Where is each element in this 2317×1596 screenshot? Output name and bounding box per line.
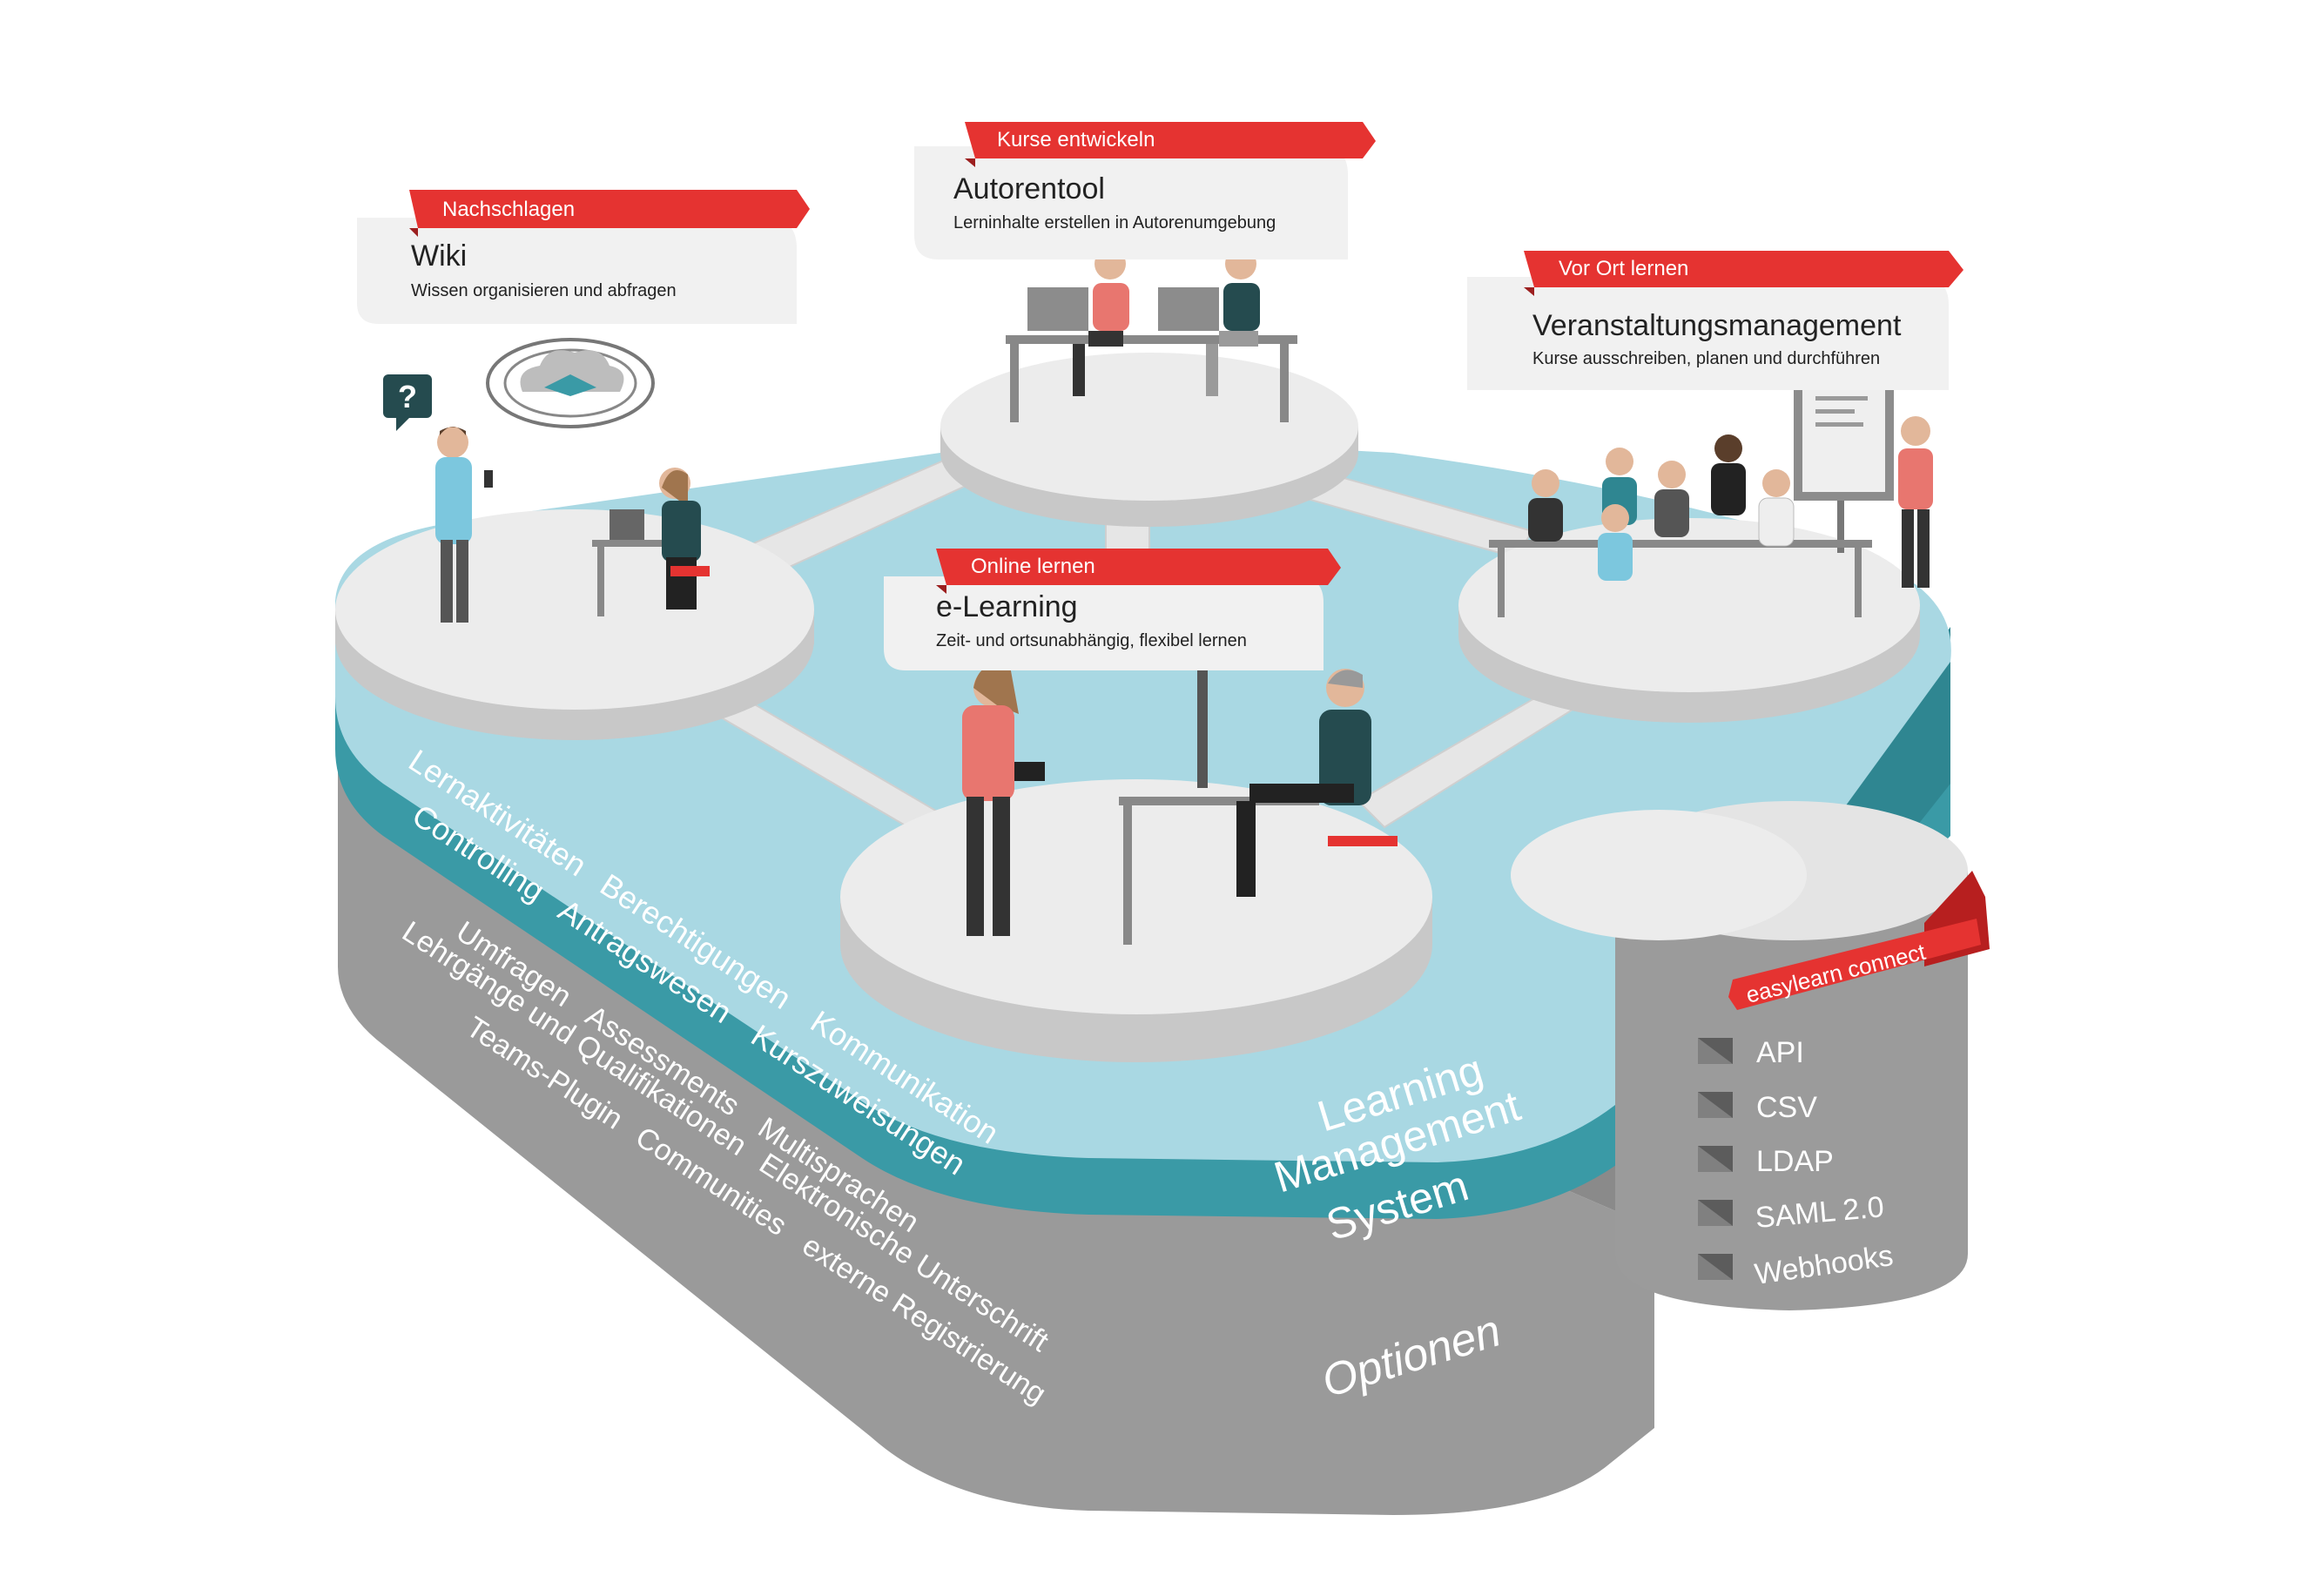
connect-item-label: CSV	[1756, 1091, 1817, 1124]
elearning-platform	[840, 779, 1432, 1062]
cloud-book-icon	[486, 338, 655, 428]
wiki-subtitle: Wissen organisieren und abfragen	[411, 281, 677, 300]
veranstaltung-subtitle: Kurse ausschreiben, planen und durchführ…	[1532, 349, 1880, 368]
wiki-card: Nachschlagen Wiki Wissen organisieren un…	[357, 190, 810, 324]
connect-item: API	[1698, 1036, 1804, 1069]
elearning-scene	[962, 663, 1398, 945]
autorentool-card: Kurse entwickeln Autorentool Lerninhalte…	[914, 122, 1376, 259]
connect-item: CSV	[1698, 1091, 1817, 1124]
connect-item-label: API	[1756, 1036, 1804, 1069]
veranstaltung-platform	[1458, 518, 1920, 723]
wiki-platform	[335, 509, 814, 740]
wiki-tag: Nachschlagen	[442, 198, 575, 221]
connect-item: LDAP	[1698, 1145, 1834, 1178]
veranstaltung-group-scene	[1489, 374, 1933, 617]
autorentool-tag: Kurse entwickeln	[997, 128, 1155, 152]
elearning-title: e-Learning	[936, 590, 1078, 623]
person-woman-laptop	[592, 468, 710, 616]
connect-item: SAML 2.0	[1698, 1190, 1885, 1235]
person-standing-man	[435, 427, 493, 623]
question-mark: ?	[398, 379, 417, 414]
autorentool-title: Autorentool	[953, 172, 1105, 205]
autorentool-platform	[940, 353, 1358, 527]
veranstaltung-card: Vor Ort lernen Veranstaltungsmanagement …	[1467, 251, 1963, 390]
elearning-card: Online lernen e-Learning Zeit- und ortsu…	[884, 549, 1341, 670]
question-bubble-icon: ?	[383, 374, 432, 431]
wiki-title: Wiki	[411, 239, 467, 273]
veranstaltung-tag: Vor Ort lernen	[1559, 257, 1688, 280]
elearning-tag: Online lernen	[971, 555, 1095, 578]
autorentool-subtitle: Lerninhalte erstellen in Autorenumgebung	[953, 213, 1276, 232]
connect-item-label: LDAP	[1756, 1145, 1834, 1178]
elearning-subtitle: Zeit- und ortsunabhängig, flexibel lerne…	[936, 631, 1247, 650]
veranstaltung-title: Veranstaltungsmanagement	[1532, 309, 1902, 342]
